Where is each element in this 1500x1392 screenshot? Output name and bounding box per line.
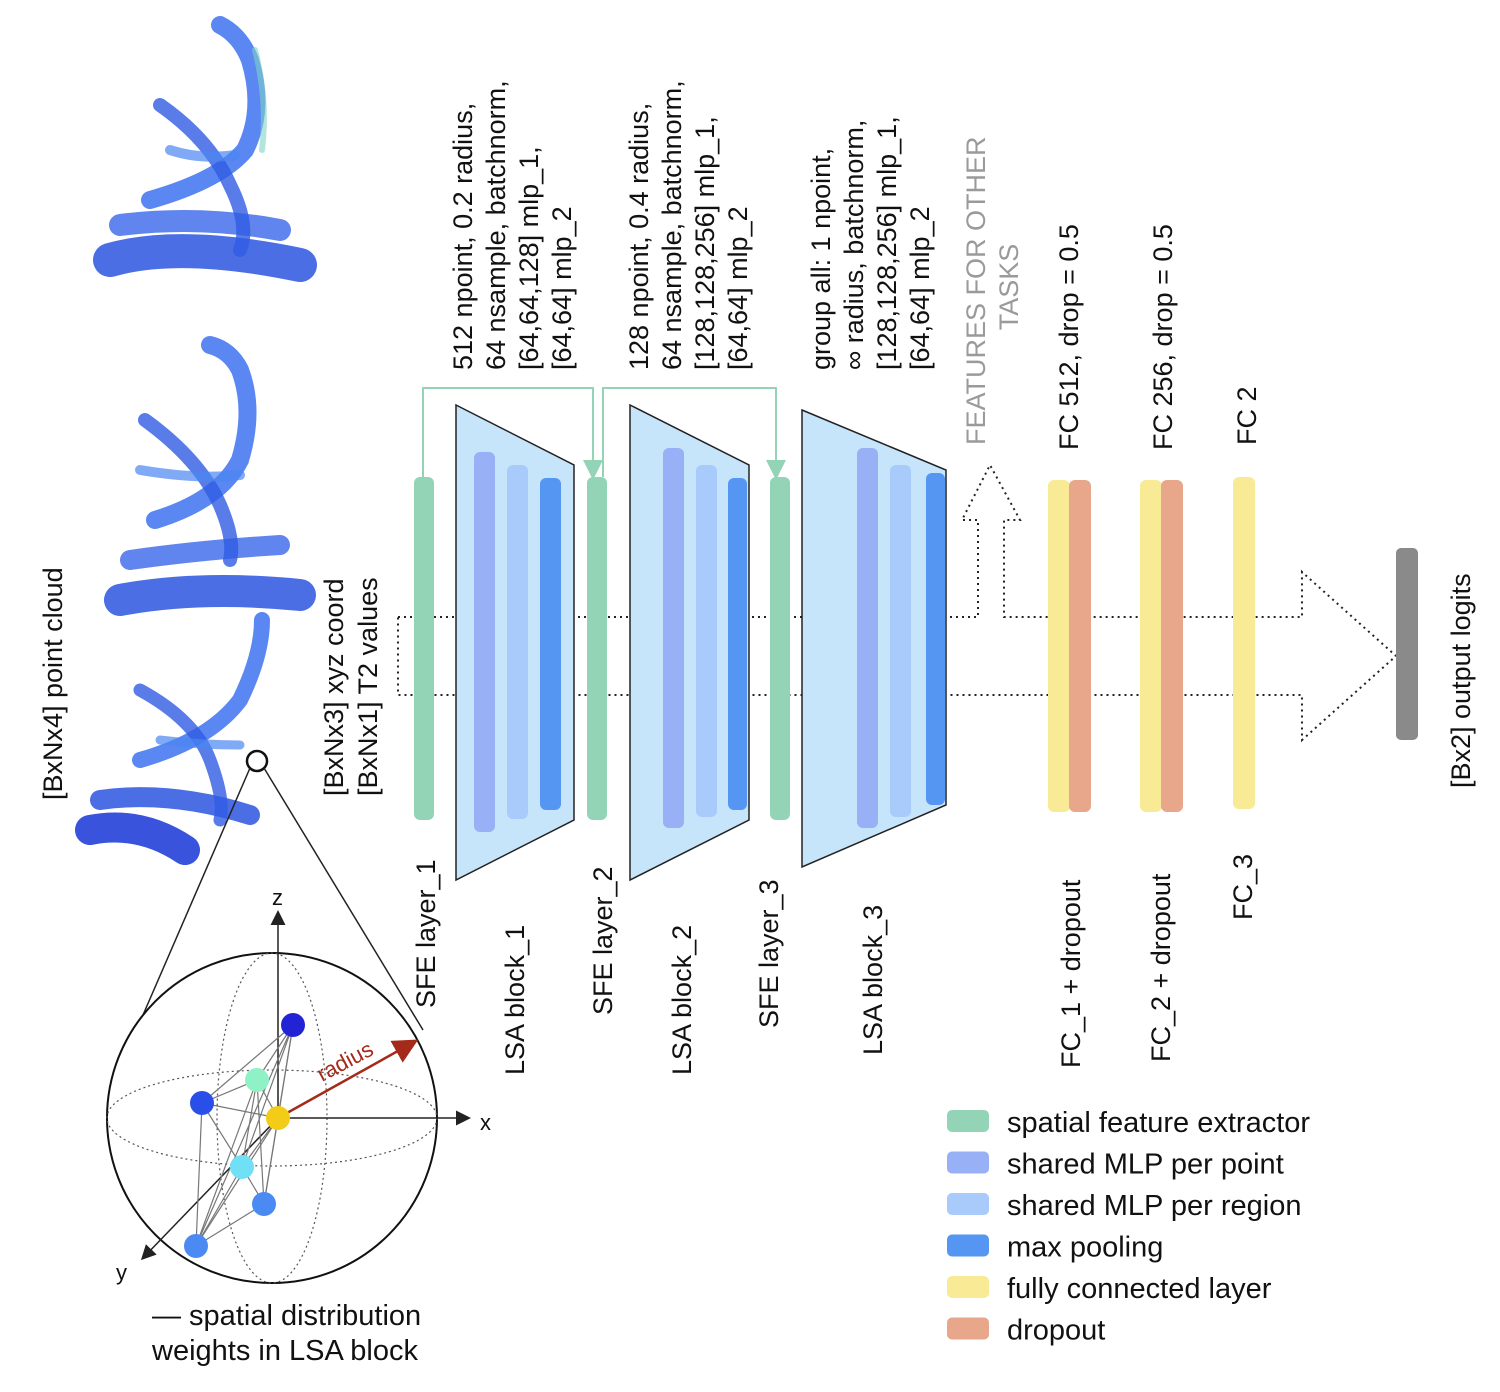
sfe-layer-1-bar: [414, 477, 434, 820]
weight-connections: [195, 1024, 294, 1247]
legend-label: shared MLP per point: [1007, 1149, 1284, 1181]
legend-item: fully connected layer: [947, 1273, 1272, 1305]
y-axis: [140, 1117, 279, 1261]
legend-item: spatial feature extractor: [947, 1107, 1310, 1139]
sfe-layer-2-bar: [587, 477, 607, 820]
center-point: [266, 1106, 290, 1130]
neighbor-point: [281, 1013, 305, 1037]
sa1-param-line: [64,64,128] mlp_1,: [514, 146, 544, 370]
lsa3-mlp-point: [857, 448, 878, 828]
data-flow-arrow: [397, 462, 1398, 743]
sfe1-label: SFE layer_1: [411, 859, 441, 1008]
axis-y-label: y: [116, 1260, 127, 1285]
sa1-param-line: 64 nsample, batchnorm,: [481, 80, 511, 370]
sa1-params: 512 npoint, 0.2 radius, 64 nsample, batc…: [448, 80, 577, 370]
lsa-block-2: [629, 403, 750, 882]
skip-connections: [422, 387, 786, 480]
features-other-line: TASKS: [994, 244, 1024, 331]
neighbor-point: [230, 1155, 254, 1179]
xyz-input-label: [BxNx3] xyz coord: [319, 578, 349, 796]
neighbor-point: [190, 1091, 214, 1115]
fc1-label: FC_1 + dropout: [1056, 879, 1086, 1068]
legend-item: dropout: [947, 1315, 1105, 1347]
point-cloud-illustration: [75, 16, 317, 865]
radius-arrow: [277, 1039, 419, 1120]
point-cloud-sample-1: [93, 16, 317, 282]
fc3-bar: [1233, 477, 1255, 809]
legend-item: max pooling: [947, 1232, 1163, 1264]
point-cloud-sample-2: [104, 336, 316, 616]
lsa1-maxpool: [540, 478, 561, 810]
lsa1-mlp-point: [474, 452, 495, 832]
lsa3-maxpool: [926, 473, 945, 805]
fc3-label: FC_3: [1228, 854, 1258, 920]
sfe2-label: SFE layer_2: [588, 866, 618, 1015]
lsa-block-1: [455, 403, 575, 882]
inset-caption-line1: — spatial distribution: [152, 1300, 421, 1332]
legend: spatial feature extractor shared MLP per …: [947, 1107, 1310, 1347]
sa1-param-line: 512 npoint, 0.2 radius,: [448, 103, 478, 370]
neighbor-point: [245, 1068, 269, 1092]
legend-label: dropout: [1007, 1315, 1105, 1347]
legend-label: max pooling: [1007, 1232, 1163, 1264]
sa3-param-line: [64,64] mlp_2: [905, 206, 935, 370]
lsa2-mlp-point: [663, 448, 684, 828]
sa3-params: group all: 1 npoint, ∞ radius, batchnorm…: [806, 116, 935, 370]
features-other-tasks: FEATURES FOR OTHER TASKS: [961, 136, 1024, 445]
inset-caption-line2: weights in LSA block: [151, 1335, 418, 1367]
fc1-bar: [1048, 480, 1070, 812]
legend-swatch: [947, 1276, 989, 1298]
sa3-param-line: ∞ radius, batchnorm,: [839, 120, 869, 370]
lsa1-label: LSA block_1: [500, 925, 530, 1075]
legend-swatch: [947, 1151, 989, 1174]
legend-label: fully connected layer: [1007, 1273, 1272, 1305]
sa2-param-line: [64,64] mlp_2: [723, 206, 753, 370]
sa2-params: 128 npoint, 0.4 radius, 64 nsample, batc…: [624, 80, 753, 370]
legend-label: spatial feature extractor: [1007, 1107, 1310, 1139]
fc1-dropout-bar: [1069, 480, 1091, 812]
legend-item: shared MLP per point: [947, 1149, 1284, 1181]
lsa2-mlp-region: [696, 465, 717, 817]
lsa2-maxpool: [728, 478, 747, 810]
sfe-layer-3-bar: [770, 477, 790, 820]
lsa3-label: LSA block_3: [858, 905, 888, 1055]
lsa3-mlp-region: [890, 465, 911, 817]
zoom-indicator: [142, 749, 424, 1031]
sa3-param-line: [128,128,256] mlp_1,: [872, 116, 902, 370]
neighbor-point: [184, 1234, 208, 1258]
fc2-dropout-bar: [1161, 480, 1183, 812]
sa1-param-line: [64,64] mlp_2: [547, 206, 577, 370]
legend-swatch: [947, 1110, 989, 1132]
sfe3-label: SFE layer_3: [754, 879, 784, 1028]
output-label: [Bx2] output logits: [1446, 573, 1476, 788]
legend-swatch: [947, 1317, 989, 1340]
point-cloud-label: [BxNx4] point cloud: [38, 567, 68, 800]
legend-label: shared MLP per region: [1007, 1190, 1301, 1222]
neighbor-point: [252, 1192, 276, 1216]
features-other-line: FEATURES FOR OTHER: [961, 136, 991, 445]
legend-swatch: [947, 1193, 989, 1215]
t2-input-label: [BxNx1] T2 values: [353, 577, 383, 796]
sa2-param-line: 64 nsample, batchnorm,: [657, 80, 687, 370]
axis-z-label: z: [272, 885, 283, 910]
fc2-bar: [1140, 480, 1162, 812]
legend-swatch: [947, 1234, 989, 1257]
lsa-sphere-inset: z x y radius: [106, 885, 491, 1367]
lsa1-mlp-region: [507, 465, 528, 819]
lsa-block-3: [801, 408, 947, 869]
point-cloud-sample-3: [75, 612, 270, 865]
legend-item: shared MLP per region: [947, 1190, 1301, 1222]
output-bar: [1396, 548, 1418, 740]
sa2-param-line: 128 npoint, 0.4 radius,: [624, 103, 654, 370]
fc3-params: FC 2: [1232, 386, 1262, 445]
fc2-params: FC 256, drop = 0.5: [1148, 224, 1178, 450]
fc2-label: FC_2 + dropout: [1146, 873, 1176, 1062]
sa2-param-line: [128,128,256] mlp_1,: [690, 116, 720, 370]
sa3-param-line: group all: 1 npoint,: [806, 148, 836, 370]
axis-x-label: x: [480, 1110, 491, 1135]
fc1-params: FC 512, drop = 0.5: [1054, 224, 1084, 450]
lsa2-label: LSA block_2: [667, 925, 697, 1075]
